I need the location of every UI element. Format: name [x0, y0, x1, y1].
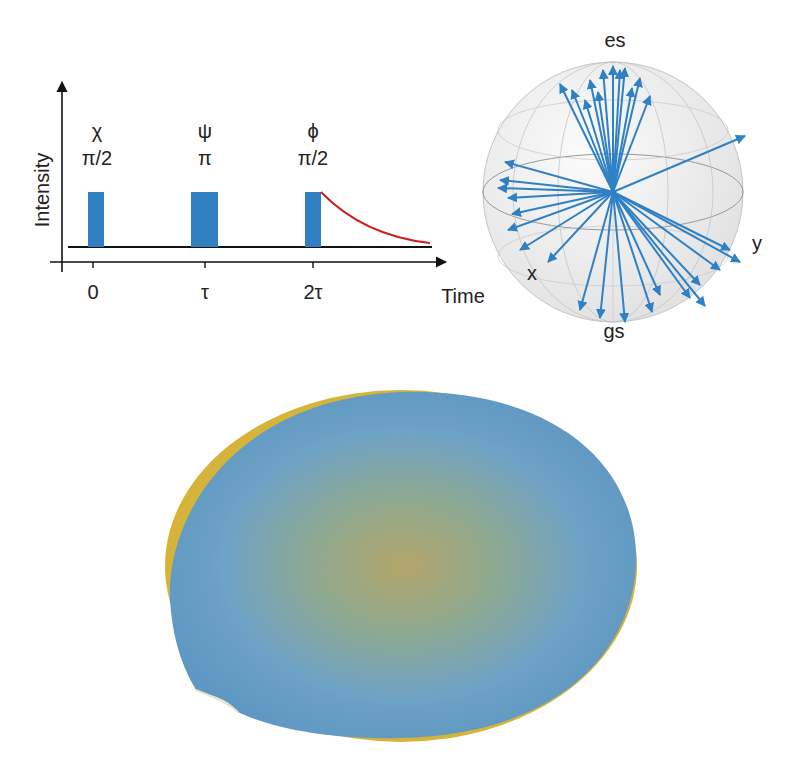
state-vector	[560, 84, 613, 192]
state-vector	[613, 88, 632, 192]
state-vector	[505, 162, 613, 192]
bloch-vectors	[498, 66, 745, 322]
state-vector	[613, 136, 745, 192]
state-vector	[613, 68, 625, 192]
bloch-sphere	[483, 62, 743, 322]
x-axis	[50, 261, 446, 263]
pulse	[305, 192, 321, 247]
state-vector	[600, 192, 613, 318]
plot-label: χ	[92, 121, 103, 141]
state-vector	[613, 192, 660, 295]
state-vector	[590, 80, 613, 192]
axis-title: Time	[441, 286, 485, 306]
plot-label: π	[198, 148, 212, 168]
wafer-rim	[165, 390, 637, 742]
plot-label: ϕ	[307, 121, 318, 141]
state-vector	[580, 192, 613, 310]
state-vector	[613, 192, 705, 306]
plot-label: y	[752, 233, 762, 253]
axis-title: Intensity	[32, 153, 52, 227]
plot-label: π/2	[298, 148, 328, 168]
state-vector	[613, 192, 700, 285]
pulse	[88, 192, 104, 247]
state-vector	[498, 188, 613, 192]
plot-label: π/2	[82, 148, 112, 168]
plot-label: gs	[603, 321, 624, 341]
pulse	[191, 192, 218, 247]
baseline	[68, 246, 432, 248]
state-vector	[598, 92, 613, 192]
state-vector	[572, 90, 613, 192]
plot-label: es	[604, 30, 625, 50]
plot-label: 2τ	[303, 282, 322, 302]
y-axis	[61, 82, 63, 272]
state-vector	[613, 192, 625, 322]
state-vector	[585, 100, 613, 192]
plot-label: ψ	[198, 121, 212, 141]
plot-label: 0	[87, 282, 98, 302]
wafer	[170, 392, 636, 738]
plot-label: τ	[201, 282, 209, 302]
echo-decay	[321, 192, 430, 243]
plot-label: x	[527, 263, 537, 283]
